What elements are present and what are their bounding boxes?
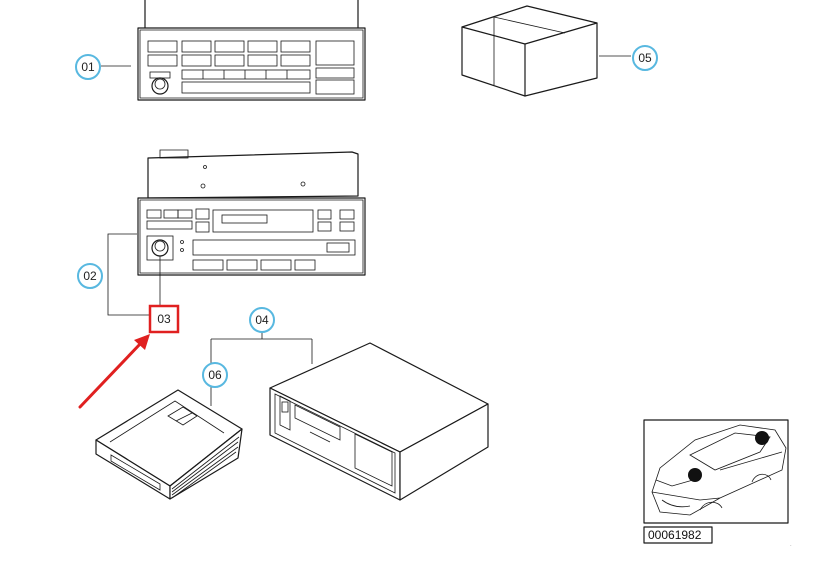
callout-05[interactable]: 05 bbox=[632, 45, 658, 71]
callout-05-label: 05 bbox=[638, 51, 652, 65]
callout-01-label: 01 bbox=[81, 60, 95, 74]
svg-text:.: . bbox=[790, 542, 792, 548]
callout-06-label: 06 bbox=[208, 368, 222, 382]
reference-code-box: 00061982 bbox=[643, 526, 713, 544]
location-dot-front bbox=[688, 468, 702, 482]
callout-03-highlight-box bbox=[148, 304, 180, 334]
callout-04[interactable]: 04 bbox=[249, 307, 275, 333]
callout-02-label: 02 bbox=[83, 269, 97, 283]
callout-02[interactable]: 02 bbox=[77, 263, 103, 289]
radio-unit-01[interactable] bbox=[137, 0, 366, 101]
location-dot-rear bbox=[755, 431, 769, 445]
reference-code: 00061982 bbox=[648, 528, 702, 542]
red-arrow bbox=[78, 334, 150, 409]
cassette-radio-02[interactable] bbox=[137, 149, 366, 276]
callout-03-label: 03 bbox=[157, 312, 171, 326]
callout-04-label: 04 bbox=[255, 313, 269, 327]
box-05[interactable] bbox=[461, 5, 598, 97]
callout-06[interactable]: 06 bbox=[202, 362, 228, 388]
callout-03[interactable]: 03 bbox=[148, 304, 180, 334]
car-location-thumbnail bbox=[643, 419, 789, 524]
cd-changer-04[interactable] bbox=[269, 342, 489, 501]
callout-01[interactable]: 01 bbox=[75, 54, 101, 80]
cd-magazine-06[interactable] bbox=[95, 389, 243, 500]
